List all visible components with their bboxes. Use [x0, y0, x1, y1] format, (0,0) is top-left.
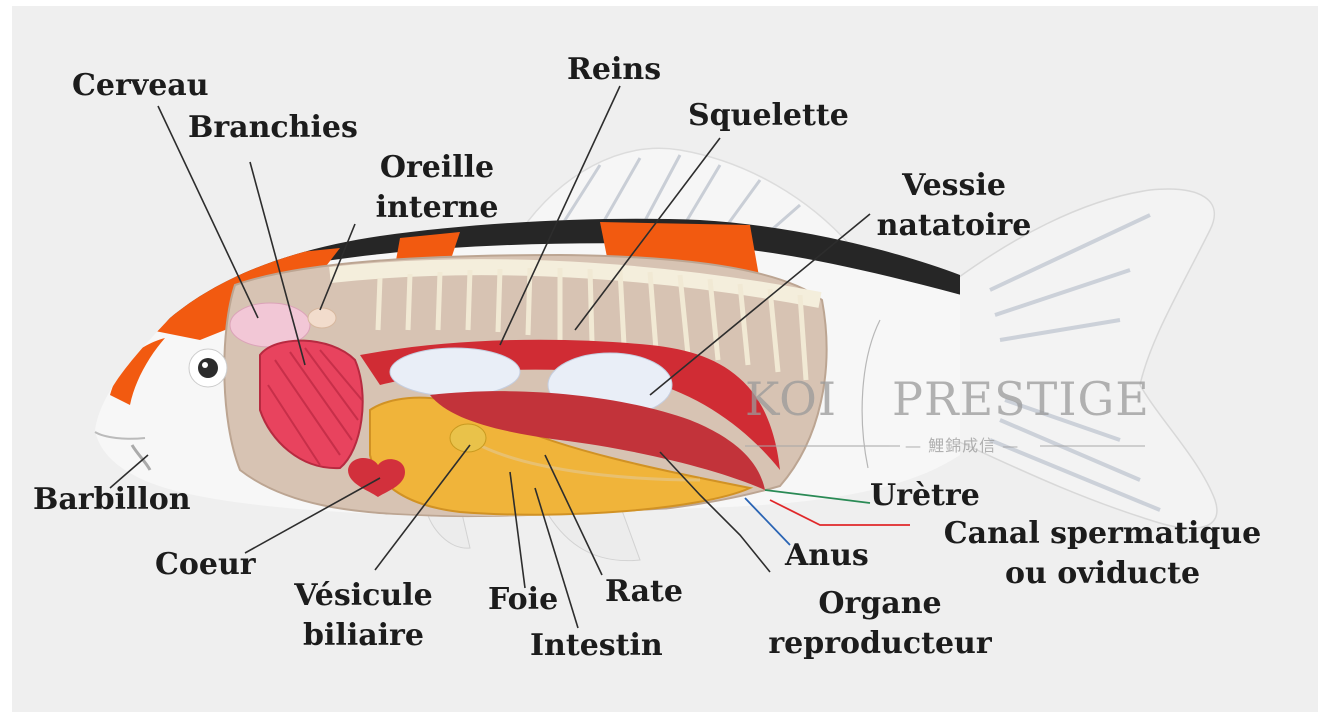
label-anus: Anus — [785, 536, 869, 576]
label-oreille-interne: Oreille interne — [362, 148, 512, 228]
label-vesicule-biliaire: Vésicule biliaire — [276, 576, 451, 656]
label-vesicule-line1: Vésicule — [276, 576, 451, 616]
label-oreille-line1: Oreille — [362, 148, 512, 188]
label-vessie-line2: natatoire — [860, 206, 1048, 246]
label-oreille-line2: interne — [362, 188, 512, 228]
label-rate: Rate — [605, 572, 683, 612]
watermark-brand-left: KOI — [745, 372, 837, 426]
label-barbillon: Barbillon — [33, 480, 191, 520]
label-coeur: Coeur — [155, 545, 256, 585]
label-squelette: Squelette — [688, 96, 849, 136]
label-reins: Reins — [567, 50, 661, 90]
label-organe-line1: Organe — [745, 584, 1015, 624]
label-intestin: Intestin — [530, 626, 663, 666]
watermark-brand-right: PRESTIGE — [892, 372, 1150, 426]
eye — [189, 349, 227, 387]
anus-line — [745, 498, 790, 545]
label-branchies: Branchies — [188, 108, 358, 148]
label-vesicule-line2: biliaire — [276, 616, 451, 656]
label-canal-spermatique: Canal spermatique ou oviducte — [910, 514, 1295, 594]
label-vessie-line1: Vessie — [860, 166, 1048, 206]
label-uretre: Urètre — [870, 476, 980, 516]
label-organe-reproducteur: Organe reproducteur — [745, 584, 1015, 664]
label-canal-line1: Canal spermatique — [910, 514, 1295, 554]
label-foie: Foie — [488, 580, 558, 620]
label-cerveau: Cerveau — [72, 66, 209, 106]
label-vessie-natatoire: Vessie natatoire — [860, 166, 1048, 246]
watermark-subtitle: — 鯉錦成信 — — [905, 432, 1019, 456]
label-organe-line2: reproducteur — [745, 624, 1015, 664]
